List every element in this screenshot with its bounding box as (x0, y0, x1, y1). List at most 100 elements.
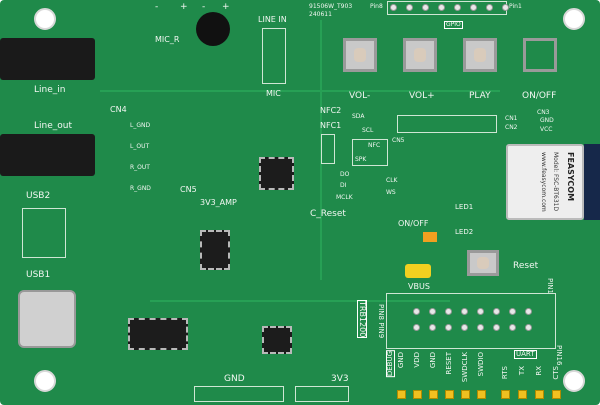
cn1-label: CN1 (505, 115, 518, 122)
debug-pin[interactable] (461, 390, 470, 399)
uart-pin[interactable] (535, 390, 544, 399)
nfc-label: NFC (368, 142, 381, 149)
usb2-label: USB2 (26, 191, 51, 201)
cn4-pin-label: L_OUT (130, 143, 150, 150)
gpio-pad (406, 4, 413, 11)
trace (100, 90, 500, 92)
header-pad (509, 324, 516, 331)
gpio-label: GPIO (444, 21, 463, 29)
uart-pin[interactable] (501, 390, 510, 399)
trace (150, 300, 450, 302)
vol-down-label: VOL- (349, 91, 371, 101)
gpio-pad (438, 4, 445, 11)
header-pad (445, 308, 452, 315)
header-pad (445, 324, 452, 331)
revision-label: 91506W_T903 (309, 3, 353, 10)
module-url: www.feasycom.com (540, 152, 547, 212)
sda-label: SDA (352, 113, 365, 120)
debug-pin-label: SWDIO (477, 352, 485, 377)
polarity: + (222, 2, 230, 12)
nfc1-header[interactable] (321, 134, 335, 164)
power-switch-label: ON/OFF (398, 219, 429, 228)
header-pad (525, 324, 532, 331)
gpio-pad (454, 4, 461, 11)
debug-pin-label: GND (429, 352, 437, 369)
cn5-label: CN5 (180, 185, 197, 194)
vol-down-button[interactable] (343, 38, 377, 72)
clk-label: CLK (386, 177, 398, 184)
debug-pin[interactable] (397, 390, 406, 399)
debug-pin[interactable] (413, 390, 422, 399)
on-off-button[interactable] (523, 38, 557, 72)
mounting-hole (563, 370, 585, 392)
trb-label: TRB1200 (357, 300, 367, 339)
debug-pin[interactable] (477, 390, 486, 399)
usb-c-port[interactable] (18, 290, 76, 348)
date-code: 240611 (309, 11, 332, 18)
usb-chip (128, 318, 188, 350)
polarity: - (202, 2, 206, 12)
v33-header[interactable] (295, 386, 349, 402)
expansion-header[interactable] (386, 293, 556, 349)
debug-pin[interactable] (429, 390, 438, 399)
mic-r-label: MIC_R (155, 35, 180, 44)
vol-up-button[interactable] (403, 38, 437, 72)
gpio-pad (486, 4, 493, 11)
cn4-pin-label: R_GND (130, 185, 151, 192)
header-pad (477, 308, 484, 315)
gnd-header[interactable] (194, 386, 284, 402)
line-out-jack[interactable] (0, 134, 95, 176)
amp-label: 3V3_AMP (200, 198, 237, 207)
line-in-jack[interactable] (0, 38, 95, 80)
uart-pin[interactable] (552, 390, 561, 399)
pin1-label: Pin1 (509, 3, 522, 10)
debug-label: DEBUG (386, 350, 395, 378)
header-pad (413, 324, 420, 331)
nfc1-label: NFC1 (320, 121, 342, 130)
module-brand: FEASYCOM (566, 152, 575, 202)
gnd-label: GND (540, 117, 554, 124)
header-pad (461, 308, 468, 315)
c-reset-label: C_Reset (310, 209, 346, 219)
vbus-jumper[interactable] (405, 264, 431, 278)
v33-header-label: 3V3 (331, 374, 349, 384)
bluetooth-module: FEASYCOM Model: FSC-BT631D www.feasycom.… (506, 144, 584, 220)
gpio-pad (470, 4, 477, 11)
pin8-pin9-label: PIN8 PIN9 (377, 304, 385, 339)
vbus-label: VBUS (408, 282, 430, 291)
pin8-label: Pin8 (370, 3, 383, 10)
header-pad (461, 324, 468, 331)
cn4-pin-label: R_OUT (130, 164, 150, 171)
debug-pin[interactable] (445, 390, 454, 399)
led1-label: LED1 (455, 203, 474, 211)
mounting-hole (34, 8, 56, 30)
line-in-header-label: LINE IN (258, 15, 287, 24)
gpio-pad (502, 4, 509, 11)
cn4-label: CN4 (110, 105, 127, 114)
reset-button[interactable] (467, 250, 499, 276)
microphone (196, 12, 230, 46)
cn2-label: CN2 (505, 124, 518, 131)
mcu-chip (262, 326, 292, 354)
do-label: DO (340, 171, 350, 178)
usb2-connector[interactable] (22, 208, 66, 258)
uart-pin-label: RTS (501, 366, 509, 380)
scl-label: SCL (362, 127, 374, 134)
line-in-header[interactable] (262, 28, 286, 84)
uart-pin-label: RX (535, 366, 543, 376)
header-pad (509, 308, 516, 315)
debug-pin-label: GND (397, 352, 405, 369)
codec-chip (259, 157, 294, 190)
gpio-pad (422, 4, 429, 11)
power-switch[interactable] (423, 232, 437, 242)
cn3-label: CN3 (537, 109, 550, 116)
nfc-spk-connector[interactable] (352, 139, 388, 166)
header-pad (525, 308, 532, 315)
led2-label: LED2 (455, 228, 474, 236)
play-button[interactable] (463, 38, 497, 72)
cn1-cn2-header[interactable] (397, 115, 497, 133)
cn4-pin-label: L_GND (130, 122, 151, 129)
reset-label: Reset (513, 261, 539, 271)
uart-pin[interactable] (518, 390, 527, 399)
